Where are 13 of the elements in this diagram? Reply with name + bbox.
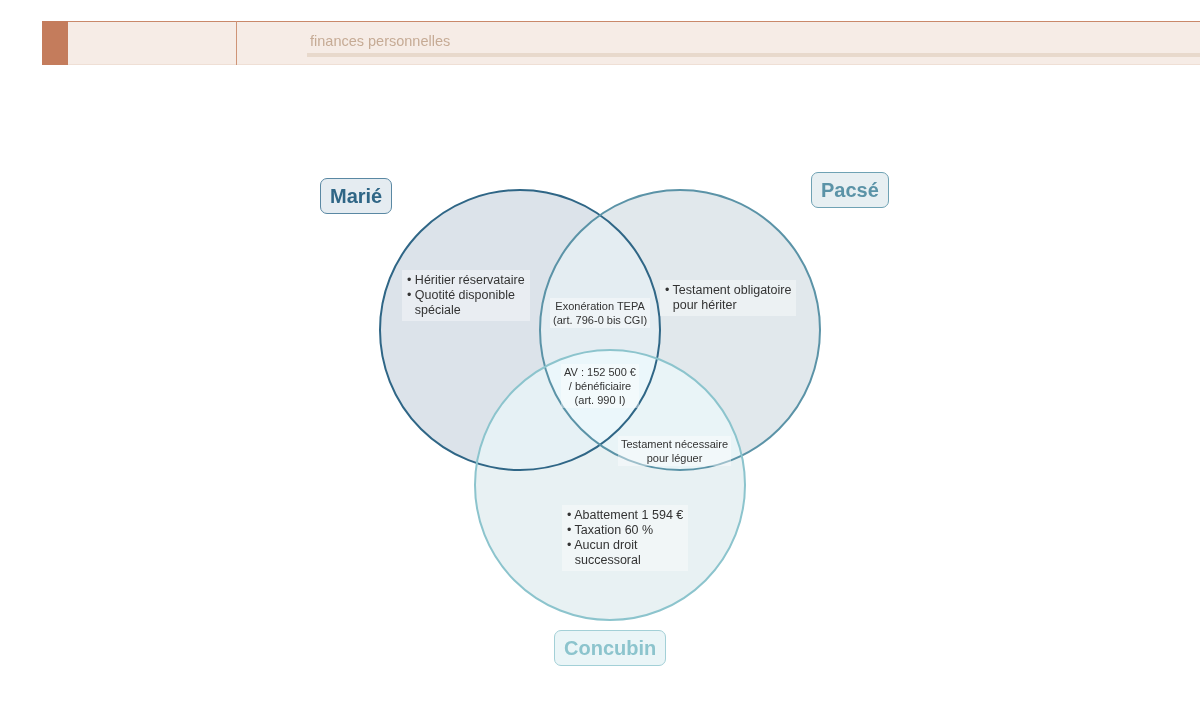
category-label: Concubin [554,630,667,666]
list-item: • Aucun droit successoral [567,538,642,568]
list-item: • Quotité disponible spéciale [407,288,516,318]
tagline: finances personnelles [310,33,451,50]
list-item: • Abattement 1 594 € [567,508,684,523]
list-item: • Testament obligatoire pour hériter [665,283,792,313]
region-label: AV : 152 500 € / bénéficiaire (art. 990 I) [561,364,639,408]
category-label: Pacsé [811,172,889,208]
region-label: Exonération TEPA (art. 796-0 bis CGI) [550,298,651,328]
list-item: • Héritier réservataire [407,273,525,288]
region-label: Testament nécessaire pour léguer [618,436,731,466]
list-item: • Taxation 60 % [567,523,655,538]
category-label: Marié [320,178,393,214]
